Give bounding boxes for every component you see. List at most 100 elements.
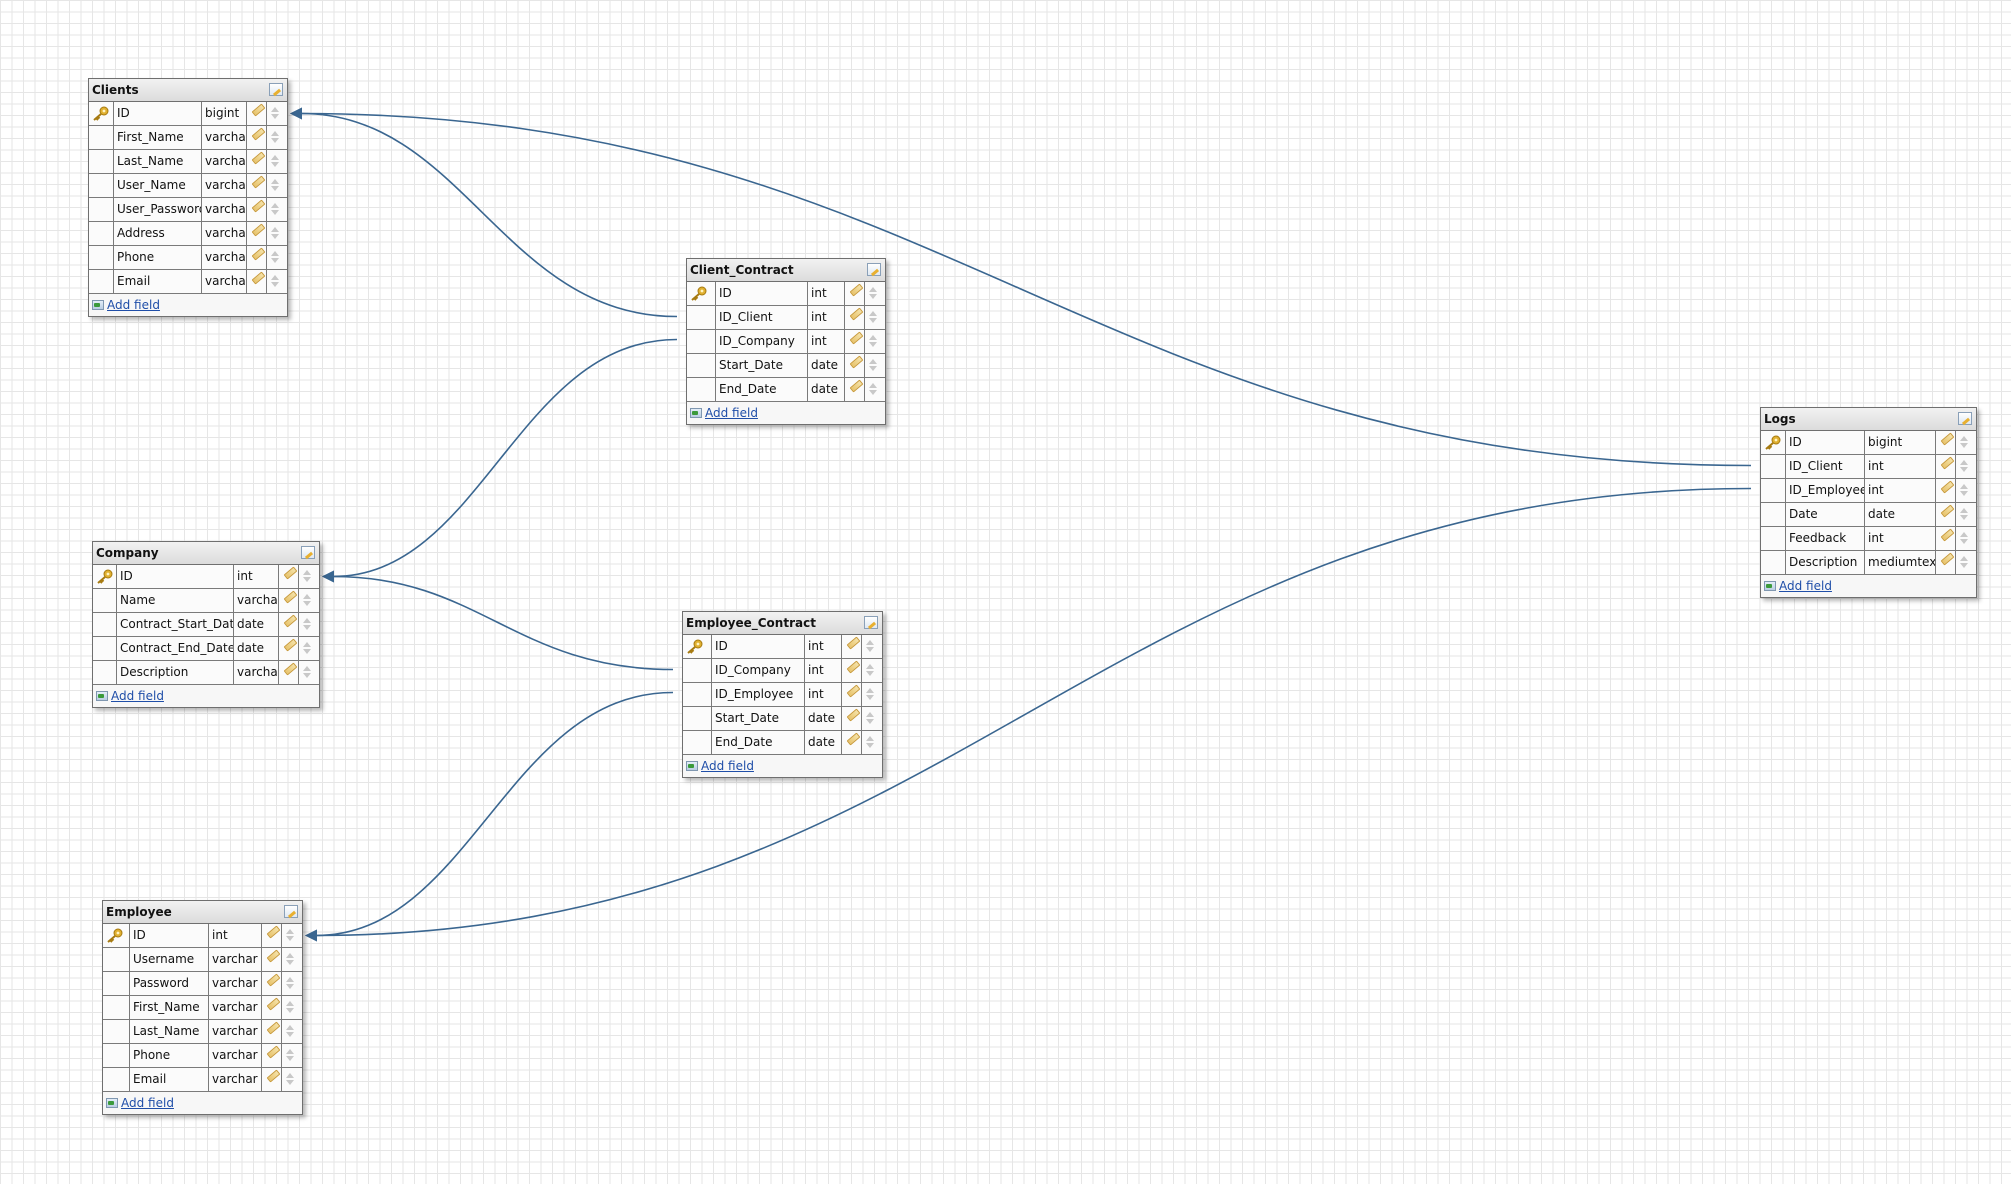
edit-table-icon[interactable] [269, 83, 283, 96]
field-name[interactable]: Phone [130, 1044, 209, 1067]
reorder-arrows-icon[interactable] [286, 927, 294, 943]
field-name[interactable]: ID_Company [712, 659, 805, 682]
reorder-arrows-icon[interactable] [869, 309, 877, 325]
field-type[interactable]: varchar [202, 174, 247, 197]
reorder-arrows-icon[interactable] [1960, 554, 1968, 570]
edit-table-icon[interactable] [1958, 412, 1972, 425]
field-name[interactable]: User_Password [114, 198, 202, 221]
field-type[interactable]: varchar [202, 150, 247, 173]
field-type[interactable]: date [234, 613, 279, 636]
field-type[interactable]: varchar [209, 972, 262, 995]
field-name[interactable]: Name [117, 589, 234, 612]
pencil-icon[interactable] [849, 283, 864, 297]
table-header[interactable]: Employee [103, 901, 302, 924]
reorder-arrows-icon[interactable] [303, 664, 311, 680]
reorder-arrows-icon[interactable] [869, 333, 877, 349]
field-name[interactable]: Email [130, 1068, 209, 1091]
pencil-icon[interactable] [846, 636, 861, 650]
pencil-icon[interactable] [251, 151, 266, 165]
field-name[interactable]: First_Name [130, 996, 209, 1019]
field-name[interactable]: First_Name [114, 126, 202, 149]
pencil-icon[interactable] [1940, 432, 1955, 446]
reorder-arrows-icon[interactable] [303, 616, 311, 632]
pencil-icon[interactable] [251, 103, 266, 117]
reorder-arrows-icon[interactable] [286, 951, 294, 967]
field-name[interactable]: ID [114, 102, 202, 125]
field-name[interactable]: Contract_End_Date [117, 637, 234, 660]
add-field-icon[interactable] [106, 1098, 118, 1108]
field-type[interactable]: varchar [202, 246, 247, 269]
reorder-arrows-icon[interactable] [866, 710, 874, 726]
relation-line-logs-id_employee[interactable] [315, 487, 1752, 937]
field-name[interactable]: ID_Client [1786, 455, 1865, 478]
field-type[interactable]: mediumtext [1865, 551, 1936, 574]
pencil-icon[interactable] [266, 997, 281, 1011]
field-name[interactable]: Address [114, 222, 202, 245]
reorder-arrows-icon[interactable] [271, 105, 279, 121]
field-type[interactable]: varchar [202, 270, 247, 293]
field-type[interactable]: date [808, 354, 845, 377]
table-header[interactable]: Clients [89, 79, 287, 102]
reorder-arrows-icon[interactable] [286, 1071, 294, 1087]
reorder-arrows-icon[interactable] [271, 273, 279, 289]
field-type[interactable]: varchar [202, 126, 247, 149]
pencil-icon[interactable] [846, 660, 861, 674]
field-type[interactable]: int [1865, 479, 1936, 502]
field-name[interactable]: User_Name [114, 174, 202, 197]
field-name[interactable]: ID [1786, 431, 1865, 454]
pencil-icon[interactable] [251, 127, 266, 141]
field-type[interactable]: varchar [209, 1044, 262, 1067]
reorder-arrows-icon[interactable] [869, 285, 877, 301]
field-type[interactable]: bigint [202, 102, 247, 125]
field-type[interactable]: int [805, 635, 842, 658]
reorder-arrows-icon[interactable] [286, 1047, 294, 1063]
field-name[interactable]: Date [1786, 503, 1865, 526]
reorder-arrows-icon[interactable] [303, 592, 311, 608]
pencil-icon[interactable] [251, 175, 266, 189]
reorder-arrows-icon[interactable] [869, 357, 877, 373]
add-field-link[interactable]: Add field [107, 298, 160, 312]
field-name[interactable]: ID_Employee [1786, 479, 1865, 502]
add-field-icon[interactable] [92, 300, 104, 310]
reorder-arrows-icon[interactable] [303, 568, 311, 584]
reorder-arrows-icon[interactable] [1960, 458, 1968, 474]
edit-table-icon[interactable] [301, 546, 315, 559]
field-type[interactable]: int [209, 924, 262, 947]
field-type[interactable]: int [808, 306, 845, 329]
field-name[interactable]: ID [712, 635, 805, 658]
field-type[interactable]: varchar [209, 1068, 262, 1091]
field-name[interactable]: Contract_Start_Date [117, 613, 234, 636]
table-header[interactable]: Logs [1761, 408, 1976, 431]
pencil-icon[interactable] [1940, 504, 1955, 518]
pencil-icon[interactable] [849, 307, 864, 321]
field-name[interactable]: ID_Client [716, 306, 808, 329]
field-type[interactable]: bigint [1865, 431, 1936, 454]
field-name[interactable]: ID [117, 565, 234, 588]
pencil-icon[interactable] [1940, 528, 1955, 542]
field-name[interactable]: End_Date [716, 378, 808, 401]
reorder-arrows-icon[interactable] [271, 129, 279, 145]
